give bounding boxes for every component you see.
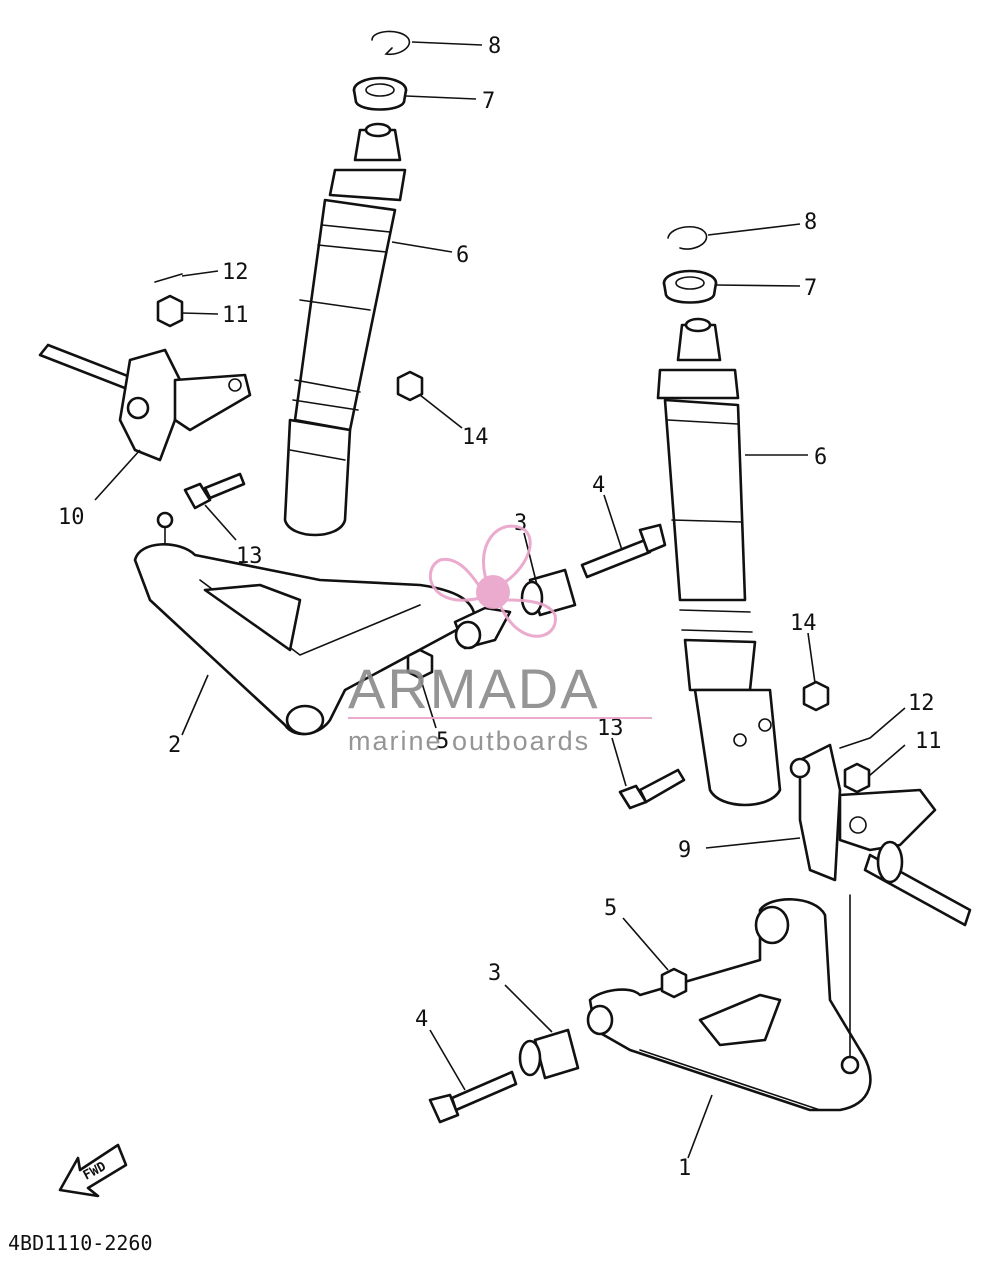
cotter-pin-12-left [154, 273, 183, 283]
label-13-left: 13 [236, 544, 263, 569]
label-11-right: 11 [915, 729, 942, 754]
label-6-right: 6 [814, 445, 827, 470]
fwd-arrow-icon: FWD [58, 1143, 128, 1198]
label-7-right: 7 [804, 276, 817, 301]
label-9: 9 [678, 838, 691, 863]
label-4-left: 4 [592, 473, 605, 498]
label-12-right: 12 [908, 691, 935, 716]
label-14-right: 14 [790, 611, 817, 636]
bolt-4-right [428, 1070, 518, 1124]
circlip-8-right [667, 226, 708, 250]
diagram-code: 4BD1110-2260 [8, 1231, 153, 1255]
bolt-13-left [183, 472, 246, 510]
knuckle-9 [789, 743, 972, 927]
label-8-left: 8 [488, 34, 501, 59]
bolt-13-right [618, 768, 686, 810]
nut-5-right [660, 967, 688, 999]
part-labels: 8 7 6 12 11 14 10 13 2 3 4 5 8 7 6 14 12… [58, 34, 942, 1181]
collar-7-right [662, 269, 718, 304]
label-7-left: 7 [482, 89, 495, 114]
circlip-8-left [371, 30, 411, 56]
watermark-tagline: marine outboards [348, 726, 590, 756]
label-12-left: 12 [222, 260, 249, 285]
leader-lines [94, 41, 906, 1159]
arm-2 [133, 511, 512, 736]
collar-7-left [352, 76, 408, 111]
label-6-left: 6 [456, 243, 469, 268]
label-11-left: 11 [222, 303, 249, 328]
label-2: 2 [168, 733, 181, 758]
label-1: 1 [678, 1156, 691, 1181]
label-5-right: 5 [604, 896, 617, 921]
arm-1 [586, 894, 872, 1112]
label-3-right: 3 [488, 961, 501, 986]
label-4-right: 4 [415, 1007, 428, 1032]
bolt-4-left [580, 523, 667, 579]
nut-14-left [396, 370, 424, 402]
shock-absorber-6-left [283, 122, 407, 537]
label-14-left: 14 [462, 425, 489, 450]
nut-11-right [843, 762, 871, 794]
propeller-logo-icon [429, 524, 557, 638]
cotter-pin-12-right [839, 737, 871, 749]
watermark: ARMADA marine outboards [348, 524, 652, 756]
label-8-right: 8 [804, 210, 817, 235]
bushing-3-right [518, 1028, 580, 1080]
nut-14-right [802, 680, 830, 712]
watermark-brand: ARMADA [348, 657, 600, 720]
shock-absorber-6-right [656, 317, 782, 807]
nut-5-left [406, 648, 434, 680]
label-10: 10 [58, 505, 85, 530]
knuckle-10 [38, 343, 252, 462]
label-5-left: 5 [436, 729, 449, 754]
nut-11-left [156, 294, 184, 328]
label-13-right: 13 [597, 716, 624, 741]
